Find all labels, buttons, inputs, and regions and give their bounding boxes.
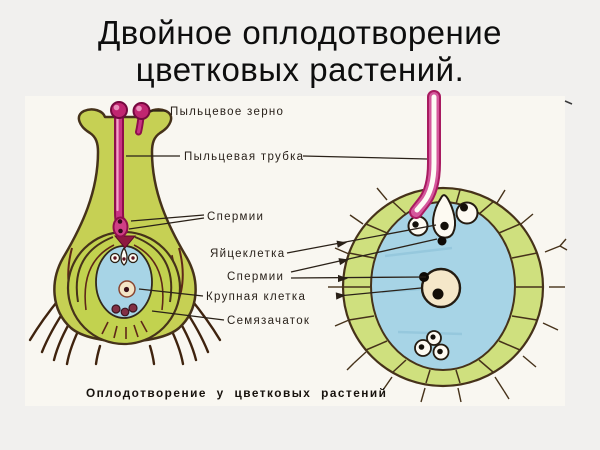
central-cell-right [420, 267, 462, 309]
sperm-in-tube-1 [117, 219, 123, 224]
scan-artifact [564, 100, 573, 105]
sperm-near-egg [437, 236, 447, 246]
leader-central-cell-left [138, 288, 204, 297]
slide-title-line1: Двойное оплодотворение [97, 14, 503, 51]
pollen-grain-left [110, 101, 128, 119]
leader-arrowheads [335, 240, 349, 300]
outer-cell-hairs [328, 187, 568, 403]
slide-title: Двойное оплодотворение цветковых растени… [0, 14, 600, 88]
egg-nucleus [440, 221, 449, 231]
antipodal-cells-right [414, 330, 450, 361]
label-central-cell: Крупная клетка [206, 291, 306, 303]
leader-ovule [151, 310, 225, 321]
leader-sperm-upper-2 [128, 217, 205, 230]
figure-caption: Оплодотворение у цветковых растений [86, 386, 387, 400]
embryo-sac-diagram [328, 90, 568, 403]
micropyle [113, 235, 137, 249]
pollen-tube-right [409, 90, 441, 219]
leader-sperm-upper-1 [130, 214, 205, 222]
pistil-diagram [28, 101, 222, 366]
leader-central-cell-right [337, 287, 422, 297]
antipodal-cluster-left [111, 303, 138, 317]
pollen-tube-left [112, 108, 129, 238]
label-pollen-grain: Пыльцевое зерно [170, 106, 284, 118]
label-sperm-lower: Спермии [227, 271, 284, 283]
leader-sperm-lower-2 [290, 276, 427, 279]
egg-apparatus-left [109, 246, 139, 266]
label-egg-cell: Яйцеклетка [210, 248, 285, 260]
leader-sperm-lower-1 [290, 238, 438, 273]
label-ovule: Семязачаток [227, 315, 310, 327]
central-cell-nucleus [432, 288, 444, 300]
label-pollen-tube: Пыльцевая трубка [184, 151, 304, 163]
leader-pollen-tube-right [302, 155, 428, 160]
labels: Пыльцевое зерно Пыльцевая трубка Спермии… [126, 106, 438, 327]
pollen-grains [110, 101, 151, 136]
chalaza-hatching [101, 320, 148, 339]
leader-egg-cell [286, 224, 437, 254]
label-sperm-upper: Спермии [207, 211, 264, 223]
pollen-grain-right [132, 102, 151, 120]
central-cell-left-nucleus [123, 286, 130, 293]
sperm-in-tube-2 [118, 228, 123, 234]
slide-title-line2: цветковых растений. [135, 51, 465, 88]
leader-lines [126, 110, 438, 321]
cell-ring-divisions [343, 189, 543, 384]
